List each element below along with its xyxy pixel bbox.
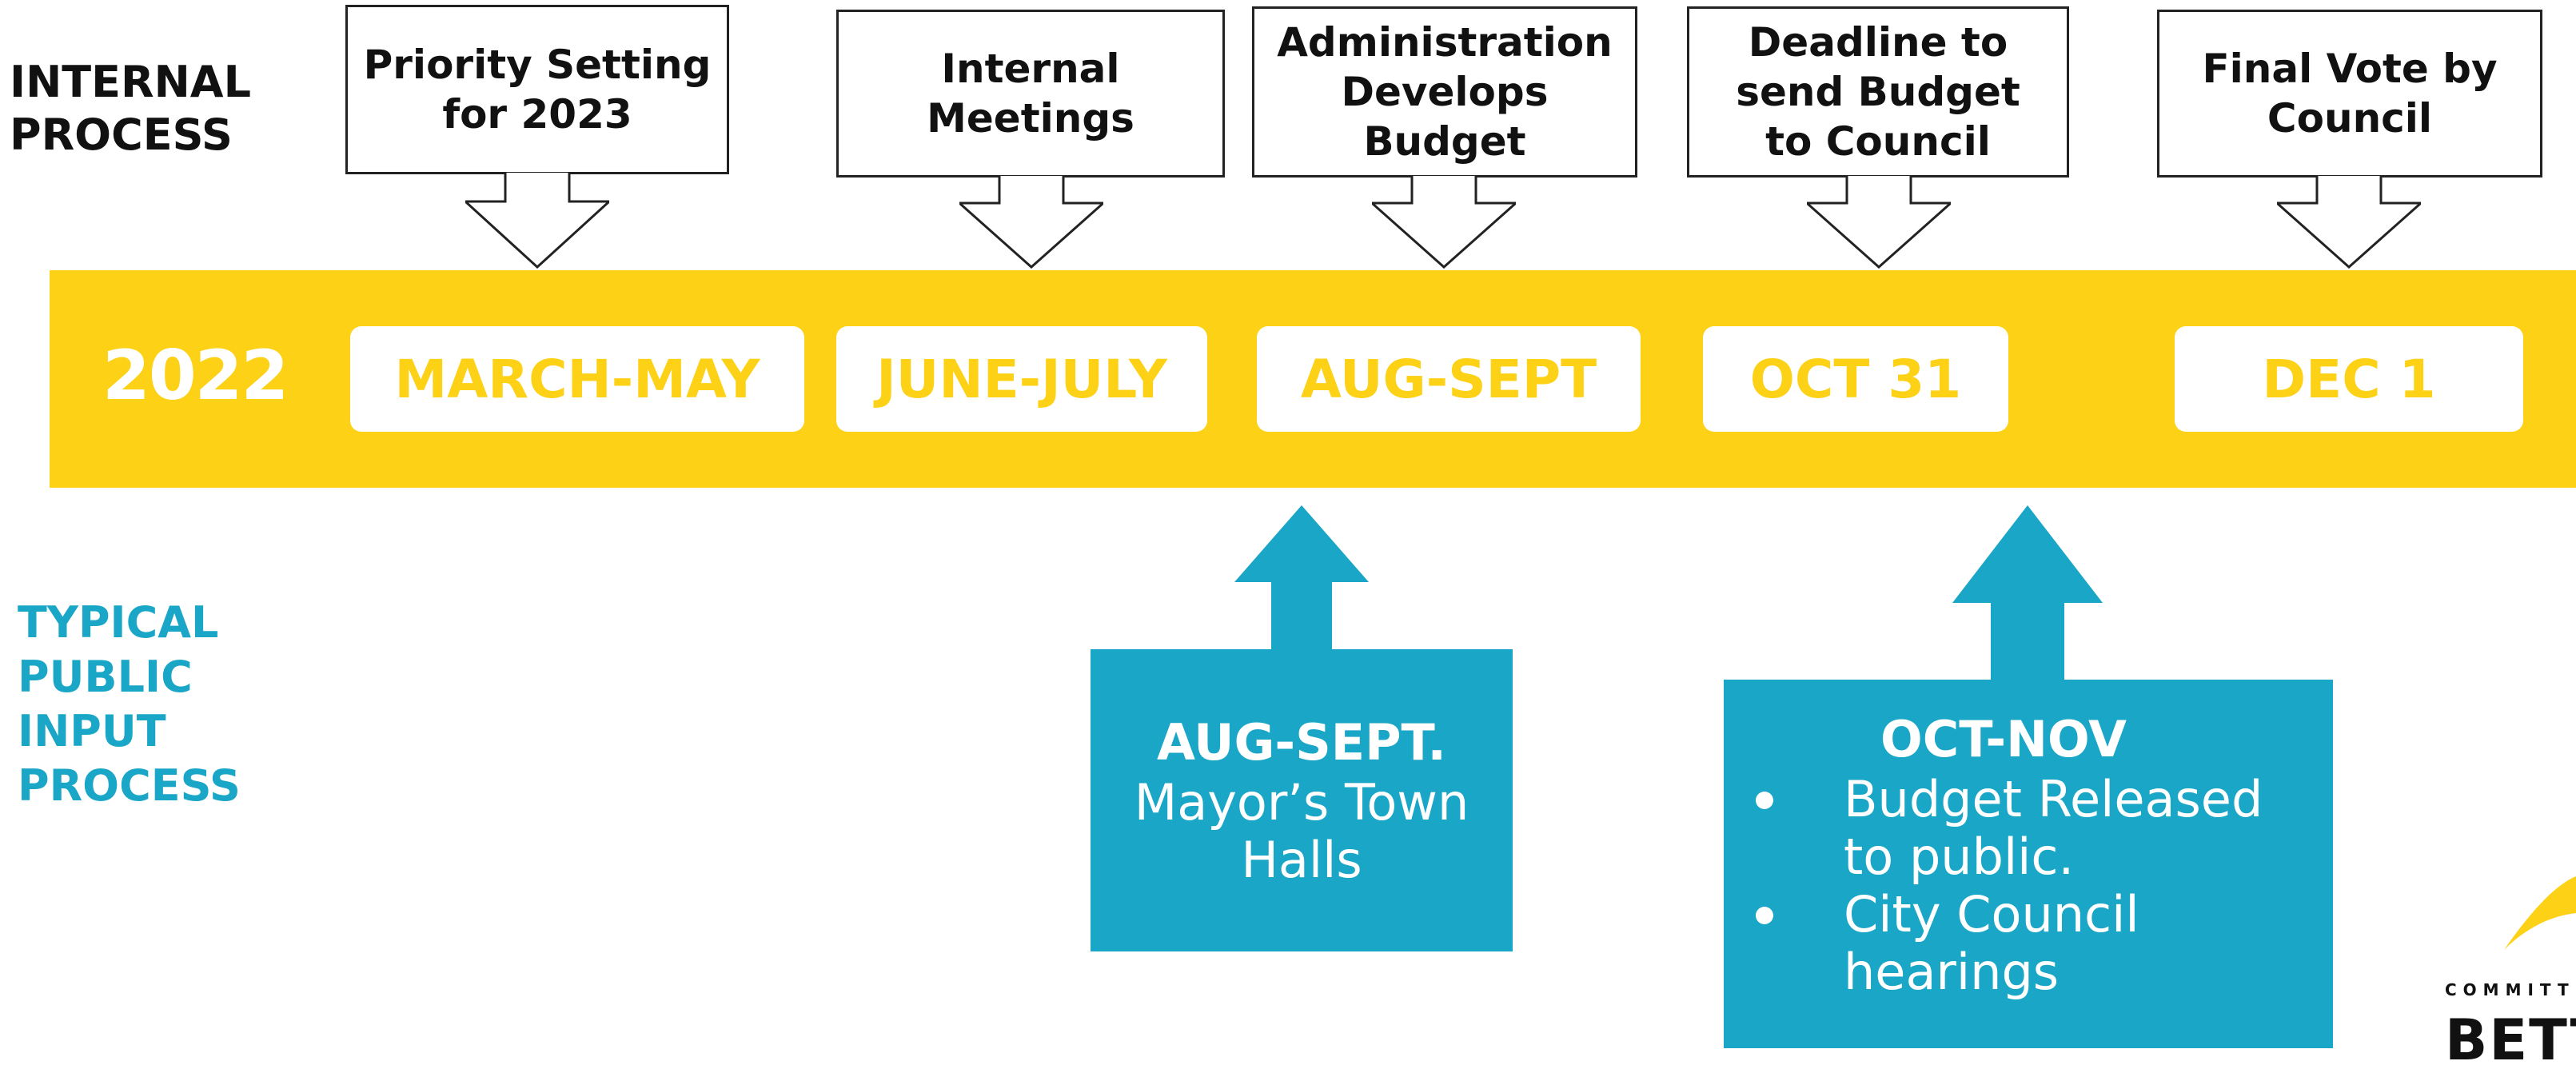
public-label-line: PUBLIC — [18, 652, 193, 702]
step-line: to Council — [1765, 118, 1991, 165]
internal-step-administration-develops-budget: Administration Develops Budget — [1252, 6, 1637, 178]
bullet-icon — [1756, 907, 1773, 924]
bullet-line: City Council — [1844, 885, 2139, 943]
down-arrow-icon — [1807, 176, 1951, 269]
public-step-line: Halls — [1241, 831, 1362, 889]
step-line: Meetings — [927, 95, 1134, 142]
up-arrow-icon — [1234, 505, 1369, 652]
step-line: Council — [2267, 95, 2433, 142]
logo-big-text: BETT — [2445, 1007, 2576, 1073]
period-pill-march-may: MARCH-MAY — [350, 326, 804, 432]
step-line: Deadline to — [1748, 19, 2008, 66]
internal-label-line: PROCESS — [10, 110, 233, 160]
period-pill-oct-31: OCT 31 — [1703, 326, 2008, 432]
list-item: City Council hearings — [1724, 886, 2333, 1001]
public-step-line: Mayor’s Town — [1134, 773, 1469, 832]
down-arrow-icon — [959, 176, 1103, 269]
public-step-oct-nov: OCT-NOV Budget Released to public. City … — [1724, 680, 2333, 1048]
period-pill-dec-1: DEC 1 — [2175, 326, 2523, 432]
list-item: Budget Released to public. — [1724, 771, 2333, 886]
up-arrow-icon — [1952, 505, 2103, 681]
bullet-line: Budget Released — [1844, 770, 2263, 828]
logo-small-text: COMMITTE — [2445, 980, 2576, 999]
step-line: Budget — [1363, 118, 1526, 165]
public-step-aug-sept: AUG-SEPT. Mayor’s Town Halls — [1091, 649, 1513, 951]
internal-label-line: INTERNAL — [10, 57, 251, 107]
step-line: Final Vote by — [2202, 46, 2498, 92]
step-line: Administration — [1277, 19, 1613, 66]
down-arrow-icon — [2277, 176, 2421, 269]
internal-process-label: INTERNAL PROCESS — [10, 56, 297, 162]
public-label-line: INPUT — [18, 706, 166, 756]
timeline-year: 2022 — [102, 336, 289, 416]
step-line: Priority Setting — [363, 42, 712, 88]
public-step-bullet-list: Budget Released to public. City Council … — [1724, 771, 2333, 1001]
period-pill-june-july: JUNE-JULY — [836, 326, 1207, 432]
bullet-icon — [1756, 792, 1773, 809]
period-pill-aug-sept: AUG-SEPT — [1257, 326, 1641, 432]
logo-swoosh-icon — [2504, 876, 2576, 950]
public-label-line: PROCESS — [18, 760, 241, 811]
internal-step-priority-setting: Priority Setting for 2023 — [345, 5, 729, 174]
public-step-title: OCT-NOV — [1880, 710, 2127, 768]
step-line: Internal — [941, 46, 1120, 92]
public-input-process-label: TYPICAL PUBLIC INPUT PROCESS — [18, 596, 321, 813]
down-arrow-icon — [465, 173, 609, 269]
bullet-line: to public. — [1844, 828, 2075, 886]
bullet-line: hearings — [1844, 943, 2060, 1001]
internal-step-deadline-to-send-budget: Deadline to send Budget to Council — [1687, 6, 2069, 178]
step-line: send Budget — [1736, 69, 2020, 115]
step-line: Develops — [1341, 69, 1549, 115]
public-label-line: TYPICAL — [18, 597, 219, 648]
internal-step-final-vote: Final Vote by Council — [2157, 10, 2542, 178]
public-step-title: AUG-SEPT. — [1157, 713, 1446, 772]
down-arrow-icon — [1372, 176, 1516, 269]
internal-step-internal-meetings: Internal Meetings — [836, 10, 1225, 178]
step-line: for 2023 — [442, 91, 632, 138]
